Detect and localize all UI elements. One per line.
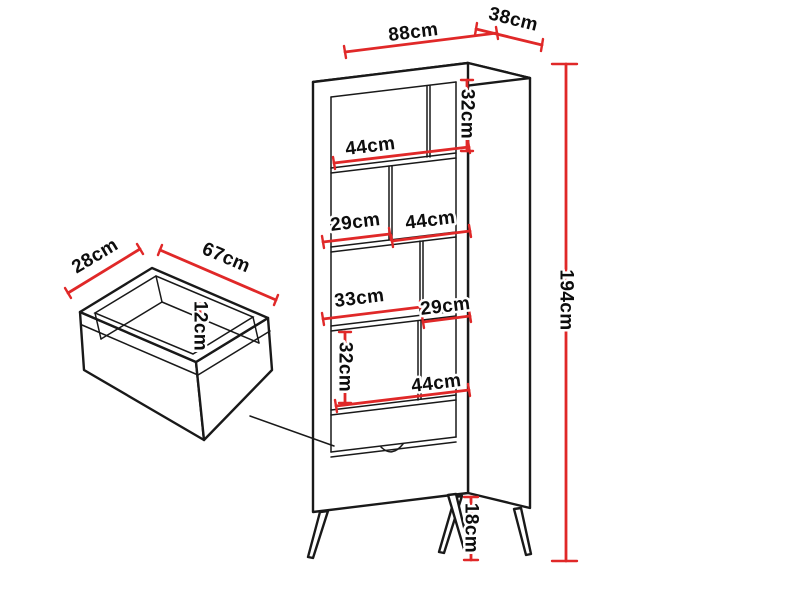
dim-tick [156, 243, 164, 257]
leader-line [249, 415, 335, 447]
leg-front-left [306, 509, 330, 560]
drawer-lip-front [197, 330, 271, 376]
dim-tick [63, 286, 73, 300]
dim-tick [342, 44, 348, 60]
dim-label-drawer-depth: 28cm [68, 234, 122, 278]
dim-tick [466, 382, 472, 398]
bookcase [306, 61, 533, 560]
shelf-3-front-edge [330, 310, 457, 327]
dim-tick [389, 233, 395, 249]
dim-label-row4-height: 32cm [335, 342, 356, 392]
dim-tick [473, 21, 479, 37]
bookcase-front-face [311, 61, 470, 514]
dimension-lines [63, 21, 579, 563]
drawer-cavity-corner-back [155, 275, 163, 303]
drawer-floor-back-left-edge [100, 301, 163, 340]
dim-line-row3-right [421, 314, 472, 324]
dim-tick [333, 398, 339, 414]
shelf-1-bottom-edge [330, 157, 457, 174]
shelf-4-bottom-edge [330, 399, 457, 416]
drawer-cavity-corner-left [94, 312, 102, 340]
dim-label-depth: 38cm [486, 3, 540, 36]
drawer-top-rim [78, 266, 270, 364]
drawer-detail [78, 266, 274, 442]
dim-line-width [343, 31, 499, 54]
dim-tick [320, 311, 326, 327]
dim-label-height: 194cm [556, 269, 577, 330]
drawer-lip-left [81, 324, 199, 376]
dim-line-drawer-depth [66, 247, 142, 295]
drawer-floor-back-right-edge [161, 301, 260, 344]
dim-tick [466, 139, 472, 155]
dim-tick [272, 293, 280, 307]
leg-front-right [446, 492, 471, 551]
dim-line-drawer-width [158, 248, 278, 302]
dim-tick [320, 234, 326, 250]
dim-tick [135, 242, 145, 256]
leg-back-right [512, 506, 533, 557]
dim-line-depth [474, 27, 544, 47]
inner-frame-top [330, 81, 457, 98]
drawer-front-gap-line [330, 441, 457, 458]
dim-line-row2-left [321, 232, 392, 244]
dim-label-leg-height: 18cm [461, 503, 482, 553]
dim-tick [467, 223, 473, 239]
dim-tick [420, 314, 426, 330]
dim-line-row3-left [321, 305, 423, 321]
shelf-3-bottom-edge [330, 315, 457, 332]
dim-tick [467, 308, 473, 324]
dim-tick [418, 299, 424, 315]
dim-label-top-cubby-height: 32cm [457, 89, 478, 139]
dim-tick [331, 155, 337, 171]
dim-label-drawer-height: 12cm [190, 301, 211, 351]
drawer-front-top-edge [330, 436, 457, 453]
dim-line-row2-right [390, 229, 472, 243]
drawer-handle-notch [380, 443, 404, 453]
shelf-4-front-edge [330, 394, 457, 411]
dim-line-bottom-shelf-width [334, 388, 471, 408]
shelf-1-front-edge [330, 152, 457, 169]
dim-line-top-shelf-width [332, 145, 471, 165]
dim-tick [539, 37, 545, 53]
